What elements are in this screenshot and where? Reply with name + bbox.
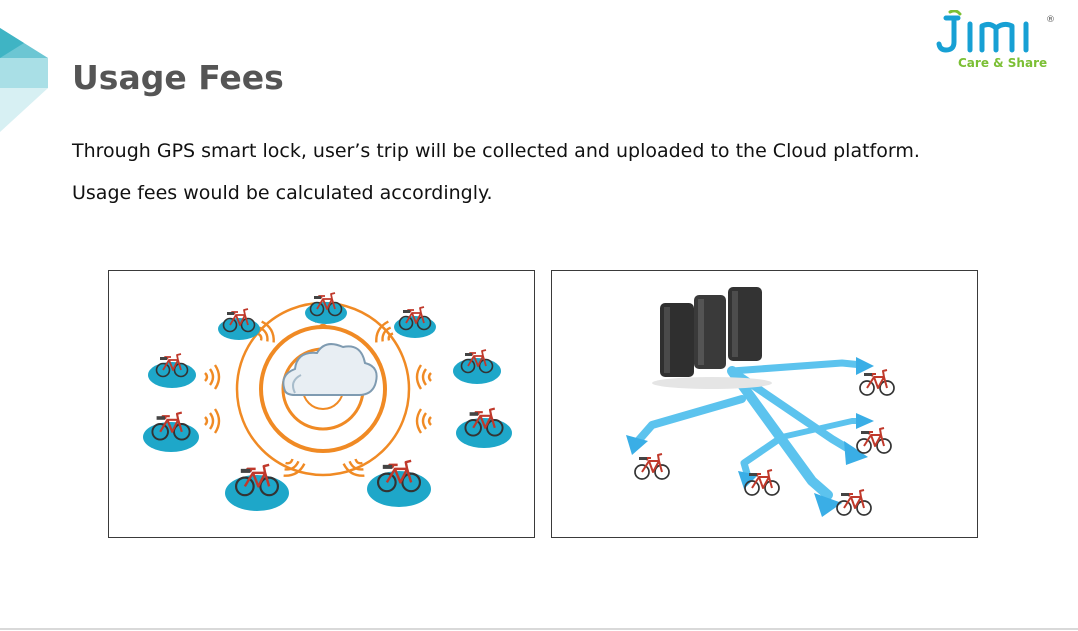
bicycle-icon xyxy=(856,427,892,454)
bicycle-icon xyxy=(456,407,512,448)
logo-wordmark-icon: ® xyxy=(936,10,1055,53)
registered-mark: ® xyxy=(1046,15,1055,25)
bicycle-icon xyxy=(836,489,872,516)
footer-divider xyxy=(0,628,1078,630)
jimi-logo: ® Care & Share xyxy=(936,10,1066,74)
arrow-heads xyxy=(626,357,874,517)
bicycle-group xyxy=(143,292,512,511)
bicycle-icon xyxy=(148,353,196,388)
bicycle-icon xyxy=(143,411,199,452)
bicycle-icon xyxy=(305,292,347,324)
body-text-line-1: Through GPS smart lock, user’s trip will… xyxy=(72,140,920,162)
server-bikes-illustration xyxy=(551,270,978,538)
cloud-bikes-illustration xyxy=(108,270,535,538)
server-icon xyxy=(652,287,772,389)
bicycle-icon xyxy=(218,308,260,340)
body-text-line-2: Usage fees would be calculated according… xyxy=(72,182,493,204)
bicycle-icon xyxy=(453,349,501,384)
cloud-icon xyxy=(282,343,378,396)
slide-title: Usage Fees xyxy=(72,58,284,97)
bicycle-icon xyxy=(859,369,895,396)
bicycle-icon xyxy=(634,453,670,480)
bicycle-icon xyxy=(225,463,289,511)
logo-tagline: Care & Share xyxy=(958,56,1048,70)
bicycle-icon xyxy=(394,306,436,338)
bicycle-icon xyxy=(367,459,431,507)
corner-decoration xyxy=(0,28,48,132)
